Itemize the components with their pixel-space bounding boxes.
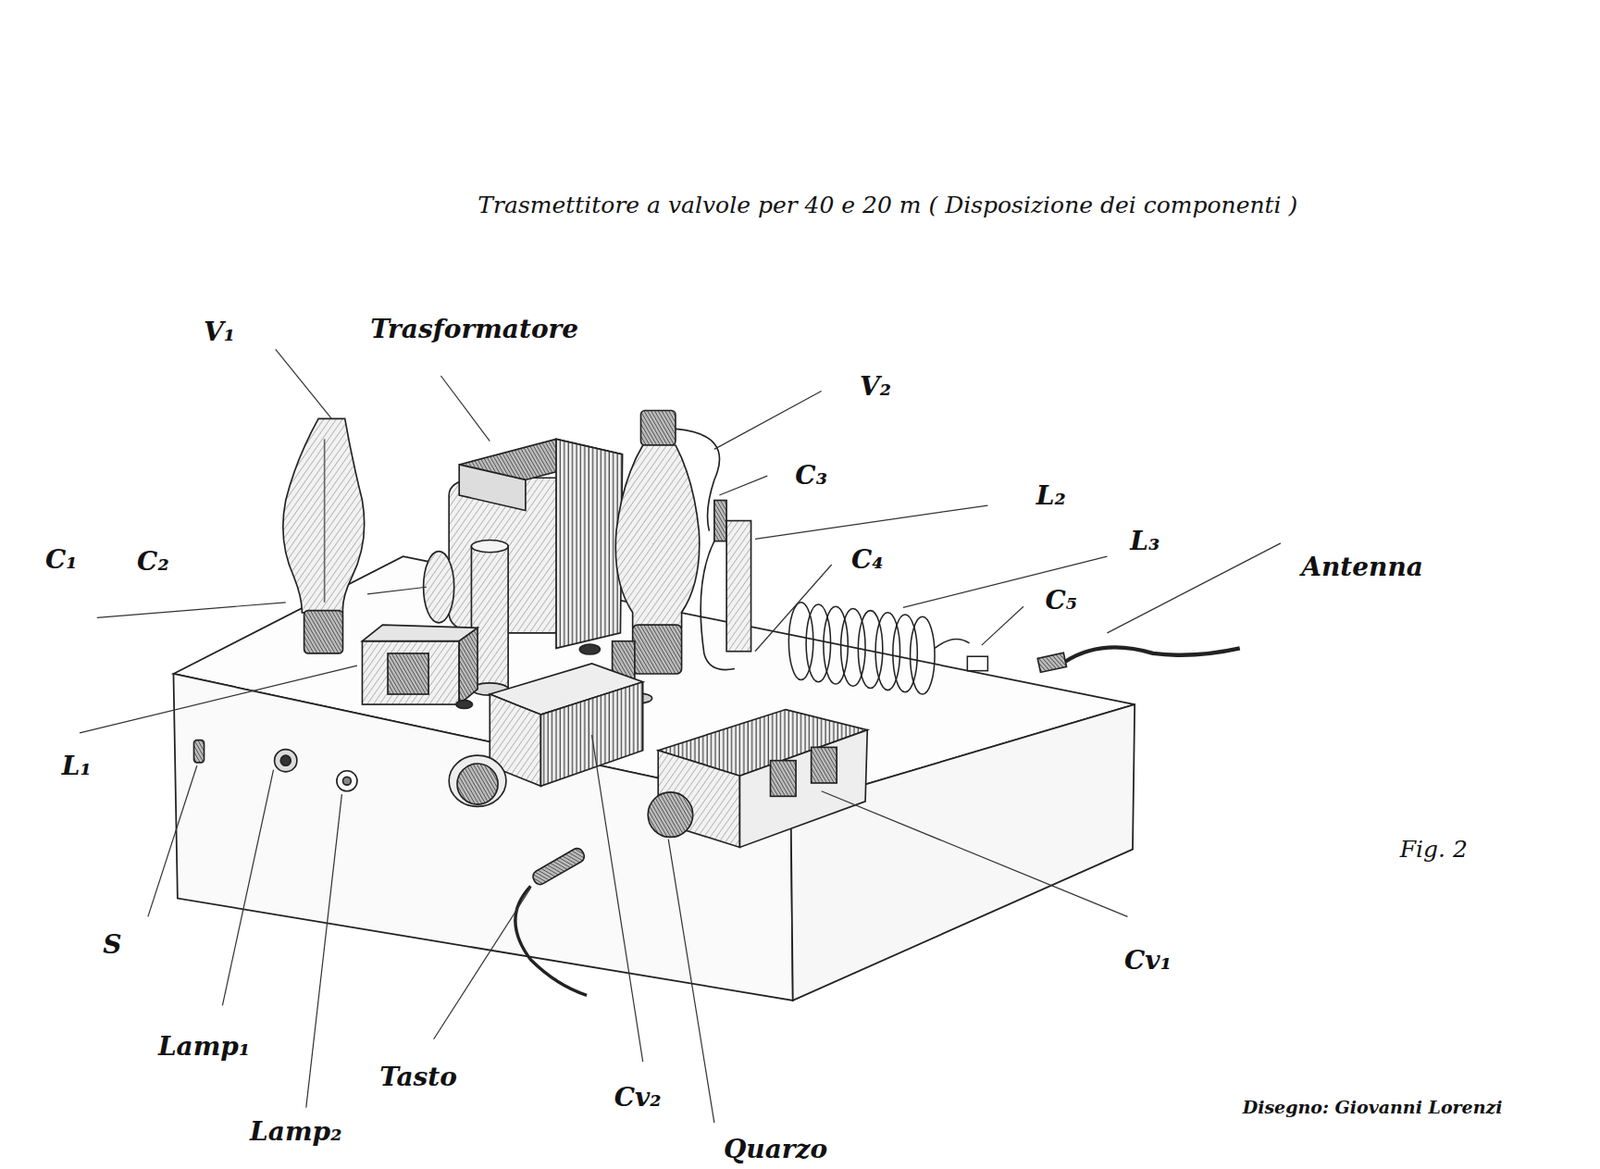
component-label: L₃ xyxy=(1126,524,1164,558)
leader-lines xyxy=(79,348,1281,1123)
title: Trasmettitore a valvole per 40 e 20 m ( … xyxy=(473,189,1302,219)
front-panel xyxy=(194,740,358,792)
component-label: C₂ xyxy=(133,545,174,578)
component-label: Lamp₂ xyxy=(246,1114,346,1147)
component-label: L₂ xyxy=(1032,478,1070,511)
component-label: V₂ xyxy=(855,369,895,402)
figure-caption: Fig. 2 xyxy=(1396,834,1472,864)
component-label: Lamp₁ xyxy=(154,1029,254,1063)
tube-v1 xyxy=(283,418,365,654)
coil-l3 xyxy=(788,602,988,695)
choke-l1 xyxy=(361,624,478,705)
component-label: C₁ xyxy=(41,543,82,576)
component-label: V₁ xyxy=(199,315,239,348)
component-label: S xyxy=(99,927,125,960)
tube-v2 xyxy=(615,409,720,673)
component-label: L₁ xyxy=(58,749,96,782)
component-label: C₄ xyxy=(847,543,888,576)
component-label: Cv₁ xyxy=(1120,942,1176,976)
key-plug xyxy=(515,845,587,995)
component-label: C₃ xyxy=(791,458,832,491)
power-transformer xyxy=(423,438,623,648)
component-label: C₅ xyxy=(1041,583,1082,617)
variable-capacitor-cv1 xyxy=(647,709,868,848)
component-label: Antenna xyxy=(1297,549,1427,583)
variable-capacitor-cv2 xyxy=(448,663,644,807)
antenna-cable xyxy=(1037,646,1241,672)
component-label: Cv₂ xyxy=(610,1080,666,1114)
rod-c3 xyxy=(700,500,751,670)
component-label: Trasformatore xyxy=(366,312,583,346)
component-label: Quarzo xyxy=(719,1131,832,1165)
component-label: Tasto xyxy=(375,1060,461,1093)
signature: Disegno: Giovanni Lorenzi xyxy=(1239,1095,1507,1118)
